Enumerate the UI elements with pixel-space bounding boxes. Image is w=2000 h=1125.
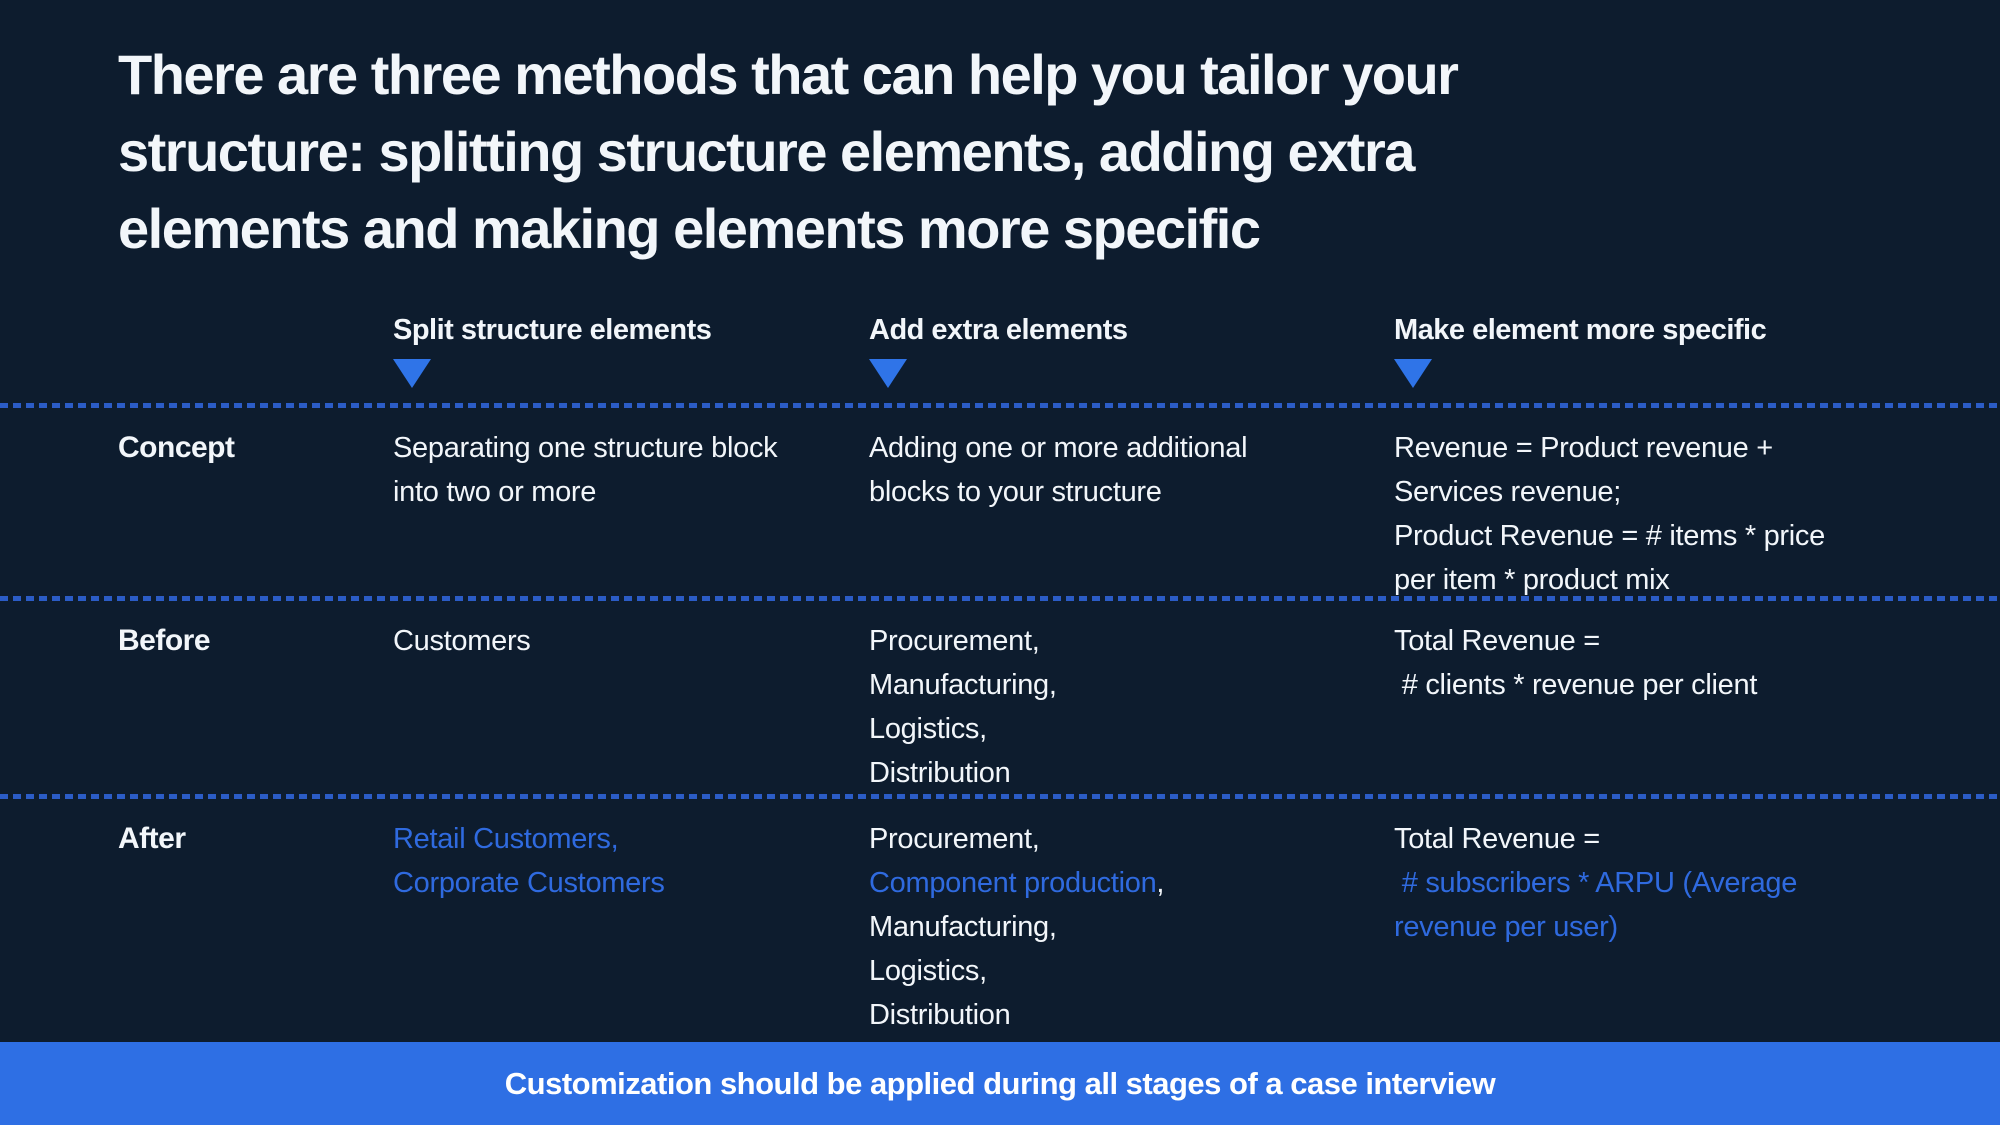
table-cell: Adding one or more additional blocks to y… [869,426,1394,602]
cell-line: blocks to your structure [869,470,1364,514]
cell-line: Procurement, [869,817,1364,861]
cell-text: Procurement, [869,625,1040,657]
cell-text: Separating one structure block [393,432,778,464]
cell-line: Logistics, [869,949,1364,993]
column-header-label: Make element more specific [1394,314,1767,346]
column-header-label: Add extra elements [869,314,1128,346]
cell-text: Retail Customers, [393,823,619,855]
table-cell: Revenue = Product revenue + Services reve… [1394,426,2000,602]
down-triangle-icon [1394,359,1432,388]
page-title: There are three methods that can help yo… [118,43,1459,260]
cell-line: Distribution [869,751,1364,795]
cell-line: into two or more [393,470,839,514]
table-cell: Customers [393,619,869,795]
cell-text: Customers [393,625,531,657]
table-cell: Separating one structure block into two o… [393,426,869,602]
cell-text: Manufacturing, [869,911,1057,943]
cell-text: Distribution [869,757,1011,789]
cell-line: Logistics, [869,707,1364,751]
cell-text: Total Revenue = [1394,625,1600,657]
cell-text: Procurement, [869,823,1040,855]
cell-line: Total Revenue = [1394,619,1970,663]
cell-line: Corporate Customers [393,861,839,905]
cell-text: Manufacturing, [869,669,1057,701]
cell-line: Adding one or more additional [869,426,1364,470]
cell-text: Distribution [869,999,1011,1031]
column-header-row: Split structure elements Add extra eleme… [0,314,2000,388]
cell-line: Manufacturing, [869,663,1364,707]
table-cell: Total Revenue = # clients * revenue per … [1394,619,2000,795]
cell-text: Total Revenue = [1394,823,1600,855]
column-header-specific: Make element more specific [1394,314,2000,388]
cell-text: Services revenue; [1394,476,1622,508]
cell-text: # subscribers * ARPU (Average [1394,867,1798,899]
cell-text: Component production [869,867,1157,899]
table-cell: Total Revenue = # subscribers * ARPU (Av… [1394,817,2000,1042]
row-label: Before [118,624,211,657]
cell-line: Distribution [869,993,1364,1037]
down-triangle-icon [869,359,907,388]
cell-text: Logistics, [869,713,987,745]
divider-dashed [0,403,2000,408]
column-header-label: Split structure elements [393,314,712,346]
cell-line: Component production, [869,861,1364,905]
cell-line: Product Revenue = # items * price [1394,514,1970,558]
column-header-split: Split structure elements [393,314,869,388]
cell-line: Revenue = Product revenue + [1394,426,1970,470]
cell-line: Separating one structure block [393,426,839,470]
down-triangle-icon [393,359,431,388]
cell-text: Logistics, [869,955,987,987]
cell-text: Corporate Customers [393,867,665,899]
table-row-concept: Concept Separating one structure block in… [0,403,2000,596]
cell-line: revenue per user) [1394,905,1970,949]
cell-line: # clients * revenue per client [1394,663,1970,707]
cell-text: Product Revenue = # items * price [1394,520,1825,552]
table-cell: Procurement, Component production, Manufac… [869,817,1394,1042]
divider-dashed [0,794,2000,799]
footer-banner: Customization should be applied during a… [0,1042,2000,1125]
row-label: After [118,822,186,855]
cell-line: Manufacturing, [869,905,1364,949]
cell-text: , [1156,867,1165,899]
cell-text: revenue per user) [1394,911,1618,943]
column-header-spacer [118,314,393,388]
divider-dashed [0,596,2000,601]
cell-line: Procurement, [869,619,1364,663]
cell-text: per item * product mix [1394,564,1670,596]
cell-text: blocks to your structure [869,476,1162,508]
cell-line: Retail Customers, [393,817,839,861]
table-cell: Retail Customers, Corporate Customers [393,817,869,1042]
cell-text: # clients * revenue per client [1394,669,1758,701]
cell-line: # subscribers * ARPU (Average [1394,861,1970,905]
cell-line: Services revenue; [1394,470,1970,514]
table-row-before: Before Customers Procurement, Manufacturi… [0,596,2000,794]
table-row-after: After Retail Customers, Corporate Custome… [0,794,2000,1042]
footer-text: Customization should be applied during a… [504,1065,1496,1101]
cell-text: Revenue = Product revenue + [1394,432,1773,464]
row-label: Concept [118,431,235,464]
cell-text: into two or more [393,476,597,508]
cell-line: per item * product mix [1394,558,1970,602]
column-header-add: Add extra elements [869,314,1394,388]
table-cell: Procurement, Manufacturing, Logistics, Dist… [869,619,1394,795]
cell-line: Customers [393,619,839,663]
cell-line: Total Revenue = [1394,817,1970,861]
cell-text: Adding one or more additional [869,432,1248,464]
